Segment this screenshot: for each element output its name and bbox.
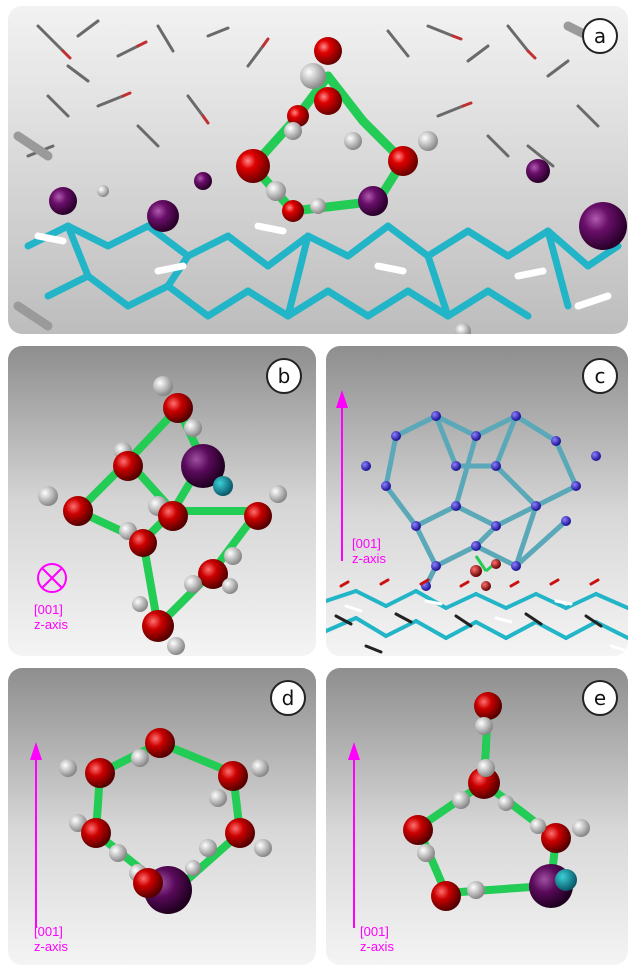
z-axis-arrow-c bbox=[336, 390, 348, 561]
panel-a: a bbox=[8, 6, 628, 334]
panel-label-e: e bbox=[582, 680, 618, 716]
axis-label-c-line1: [001] bbox=[352, 536, 381, 551]
z-axis-arrow-e bbox=[348, 742, 360, 928]
axis-label-e: [001] z-axis bbox=[360, 924, 394, 954]
panel-label-d: d bbox=[270, 680, 306, 716]
panel-label-b: b bbox=[266, 358, 302, 394]
panel-d: d [001] z-axis bbox=[8, 668, 316, 965]
axis-label-d-line1: [001] bbox=[34, 924, 63, 939]
axis-label-b-line2: z-axis bbox=[34, 617, 68, 632]
panel-e: e [001] z-axis bbox=[326, 668, 628, 965]
axis-label-d-line2: z-axis bbox=[34, 939, 68, 954]
into-page-axis-icon bbox=[37, 563, 67, 593]
panel-b: b [001] z-axis bbox=[8, 346, 316, 656]
axis-label-e-line2: z-axis bbox=[360, 939, 394, 954]
z-axis-arrow-d bbox=[30, 742, 42, 928]
molecular-render-b bbox=[8, 346, 316, 656]
molecular-render-c bbox=[326, 346, 628, 656]
molecular-render-d bbox=[8, 668, 316, 965]
axis-label-d: [001] z-axis bbox=[34, 924, 68, 954]
molecular-render-a bbox=[8, 6, 628, 334]
axis-label-e-line1: [001] bbox=[360, 924, 389, 939]
panel-label-a: a bbox=[582, 18, 618, 54]
axis-label-b: [001] z-axis bbox=[34, 602, 68, 632]
axis-label-c-line2: z-axis bbox=[352, 551, 386, 566]
panel-c: c [001] z-axis bbox=[326, 346, 628, 656]
molecular-render-e bbox=[326, 668, 628, 965]
axis-label-c: [001] z-axis bbox=[352, 536, 386, 566]
panel-label-c: c bbox=[582, 358, 618, 394]
axis-label-b-line1: [001] bbox=[34, 602, 63, 617]
